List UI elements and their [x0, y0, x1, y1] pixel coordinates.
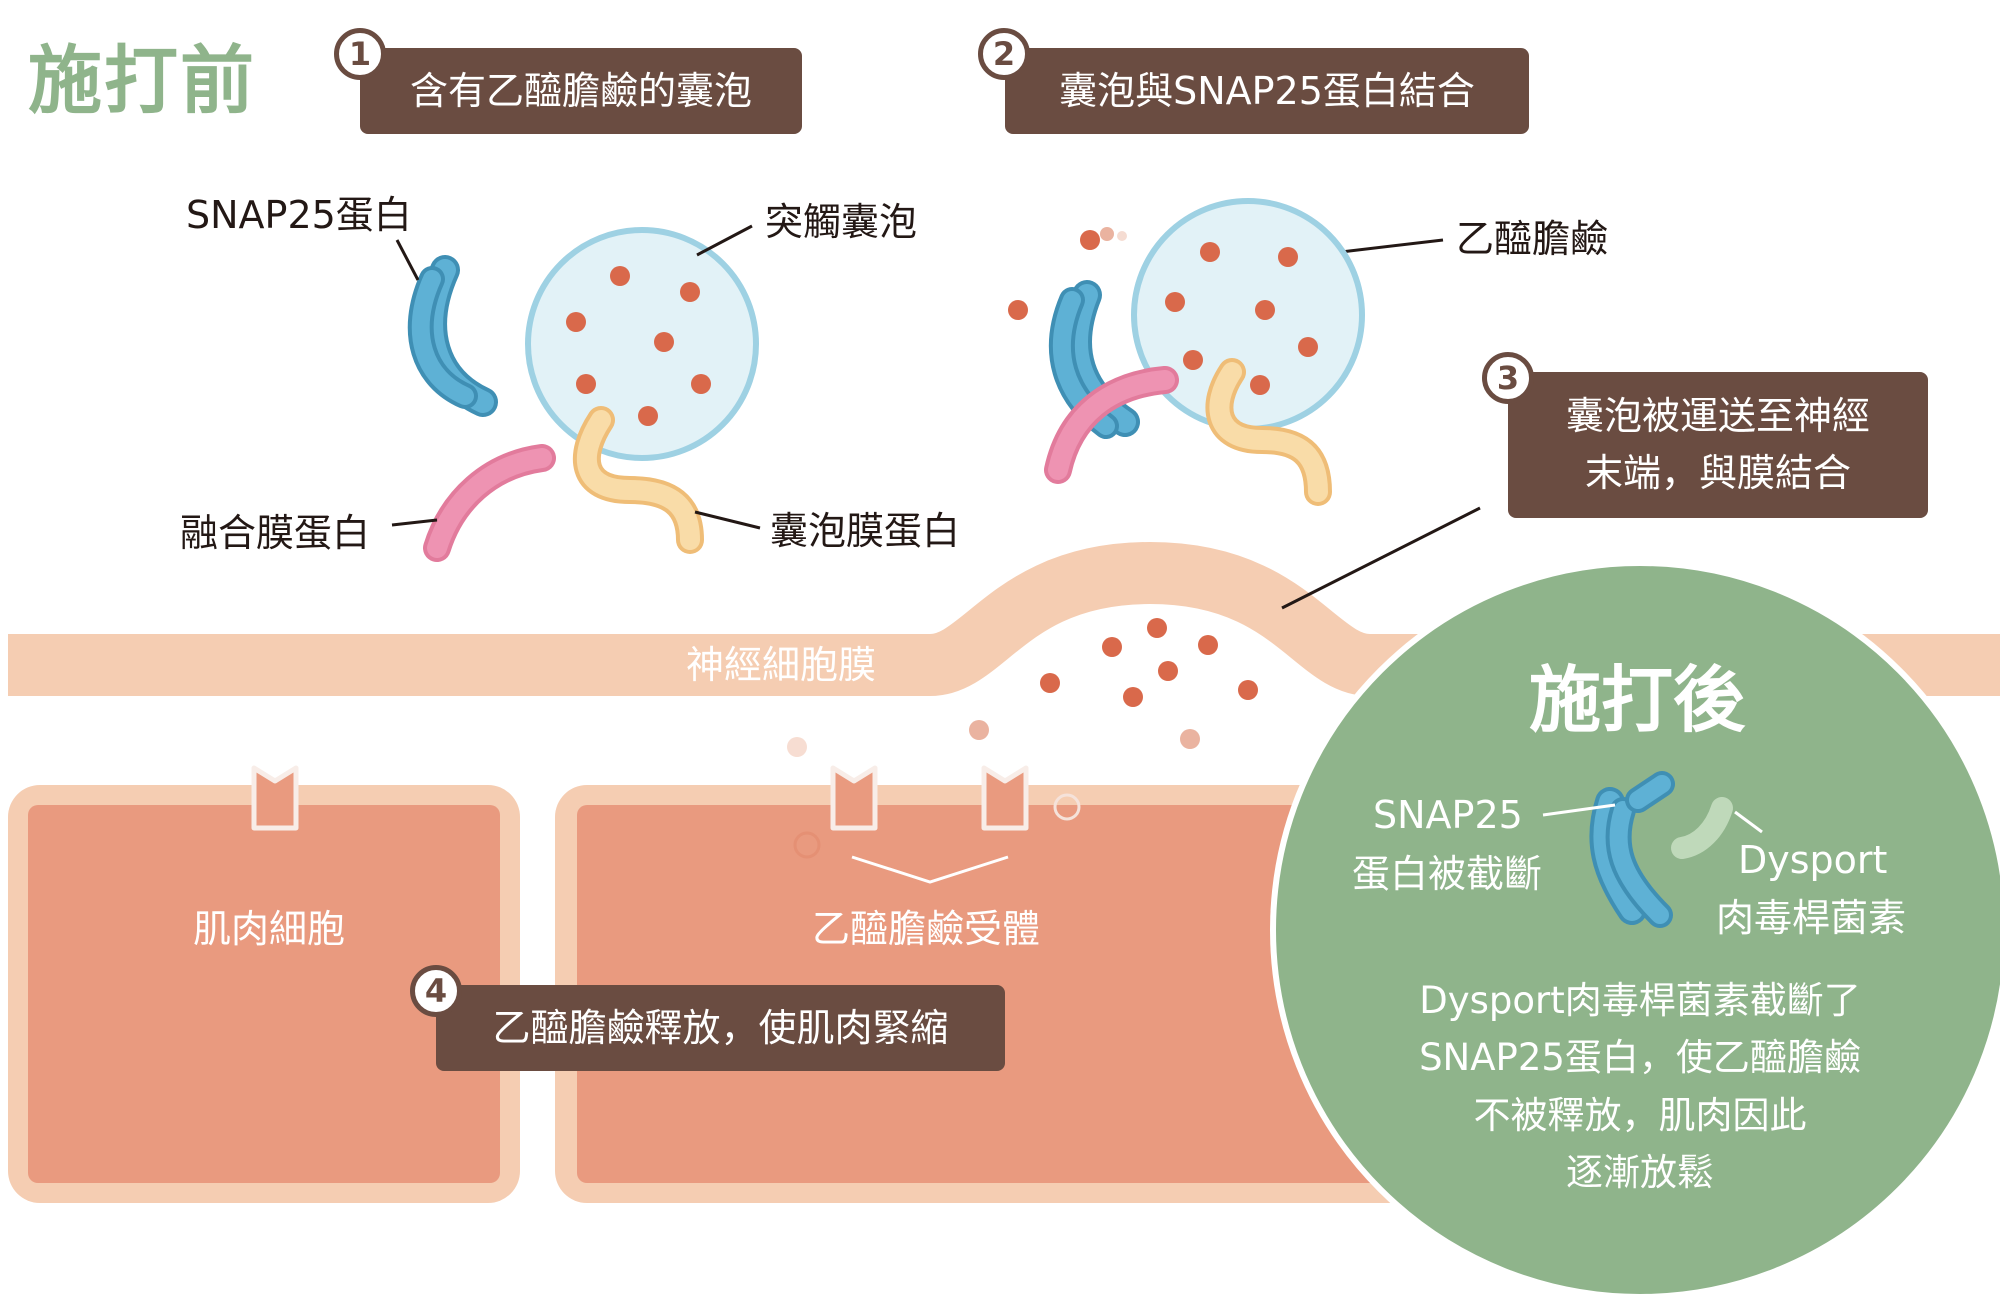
after-panel: [1270, 560, 2000, 1300]
faded-acetylcholine: [787, 720, 1200, 859]
step-4-badge: 4: [410, 965, 462, 1017]
syntaxin-icon: [423, 444, 556, 562]
toxin-line-1: Dysport: [1738, 838, 1888, 882]
vesicle-icon: [525, 227, 759, 461]
step-1-number: 1: [348, 35, 372, 73]
step-1-box: 含有乙醯膽鹼的囊泡: [360, 48, 802, 134]
faded-dots: [1100, 227, 1127, 241]
synaptobrevin-icon: [1205, 358, 1332, 506]
syntaxin-icon: [1044, 366, 1179, 484]
receptor-pointer: [851, 855, 1009, 884]
receptor-label: 乙醯膽鹼受體: [812, 907, 1041, 951]
step-3-badge: 3: [1482, 352, 1534, 404]
after-description-line-3: 不被釋放，肌肉因此: [1473, 1093, 1807, 1137]
receptor-icon: [981, 765, 1029, 831]
step-4-number: 4: [424, 972, 448, 1010]
snap25-label: SNAP25蛋白: [186, 193, 412, 237]
receptor-icon: [251, 765, 299, 831]
vesicle-label: 突觸囊泡: [765, 200, 918, 244]
step-2-number: 2: [992, 35, 1016, 73]
vesicle-icon: [1131, 198, 1365, 432]
toxin-line-2: 肉毒桿菌素: [1716, 896, 1907, 940]
released-acetylcholine: [1040, 618, 1258, 707]
step-3-number: 3: [1496, 359, 1520, 397]
step-2-badge: 2: [978, 28, 1030, 80]
syntaxin-label: 融合膜蛋白: [180, 511, 371, 555]
receptor-icon: [830, 765, 878, 831]
leader-lines: [391, 224, 1481, 610]
nerve-membrane-label: 神經細胞膜: [686, 643, 877, 687]
after-description-line-1: Dysport肉毒桿菌素截斷了: [1419, 979, 1861, 1022]
acetylcholine-dot-icon: [1008, 230, 1318, 395]
snap25-cut-line-2: 蛋白被截斷: [1352, 852, 1543, 896]
step-2-text: 囊泡與SNAP25蛋白結合: [1059, 68, 1475, 113]
after-description-line-2: SNAP25蛋白，使乙醯膽鹼: [1419, 1036, 1861, 1080]
synaptobrevin-label: 囊泡膜蛋白: [770, 509, 961, 553]
after-description-line-4: 逐漸放鬆: [1566, 1151, 1714, 1195]
step-3-line-1: 囊泡被運送至神經: [1565, 394, 1870, 438]
nerve-membrane: [8, 541, 2000, 696]
toxin-icon: [1671, 797, 1733, 859]
step-4-box: 乙醯膽鹼釋放，使肌肉緊縮: [436, 985, 1005, 1071]
snap25-cut-line-1: SNAP25: [1373, 793, 1523, 837]
step-2-box: 囊泡與SNAP25蛋白結合: [1005, 48, 1529, 134]
step-3-line-2: 末端，與膜結合: [1584, 451, 1851, 495]
cut-snap25-icon: [1589, 771, 1675, 928]
before-title: 施打前: [28, 38, 256, 124]
muscle-cell-left: [8, 785, 520, 1203]
acetylcholine-dot-icon: [566, 266, 711, 426]
acetylcholine-label: 乙醯膽鹼: [1456, 217, 1609, 261]
synaptobrevin-icon: [572, 406, 704, 554]
muscle-cell-label: 肌肉細胞: [193, 907, 346, 951]
after-title: 施打後: [1529, 658, 1746, 742]
after-description: Dysport肉毒桿菌素截斷了 SNAP25蛋白，使乙醯膽鹼 不被釋放，肌肉因此…: [1330, 972, 1950, 1201]
step-1-badge: 1: [334, 28, 386, 80]
step-4-text: 乙醯膽鹼釋放，使肌肉緊縮: [492, 1005, 949, 1050]
step-1-text: 含有乙醯膽鹼的囊泡: [409, 68, 752, 113]
step-3-box: 囊泡被運送至神經 末端，與膜結合: [1508, 372, 1928, 518]
snap25-protein-icon: [407, 255, 498, 417]
after-leader-lines: [1542, 803, 1763, 834]
